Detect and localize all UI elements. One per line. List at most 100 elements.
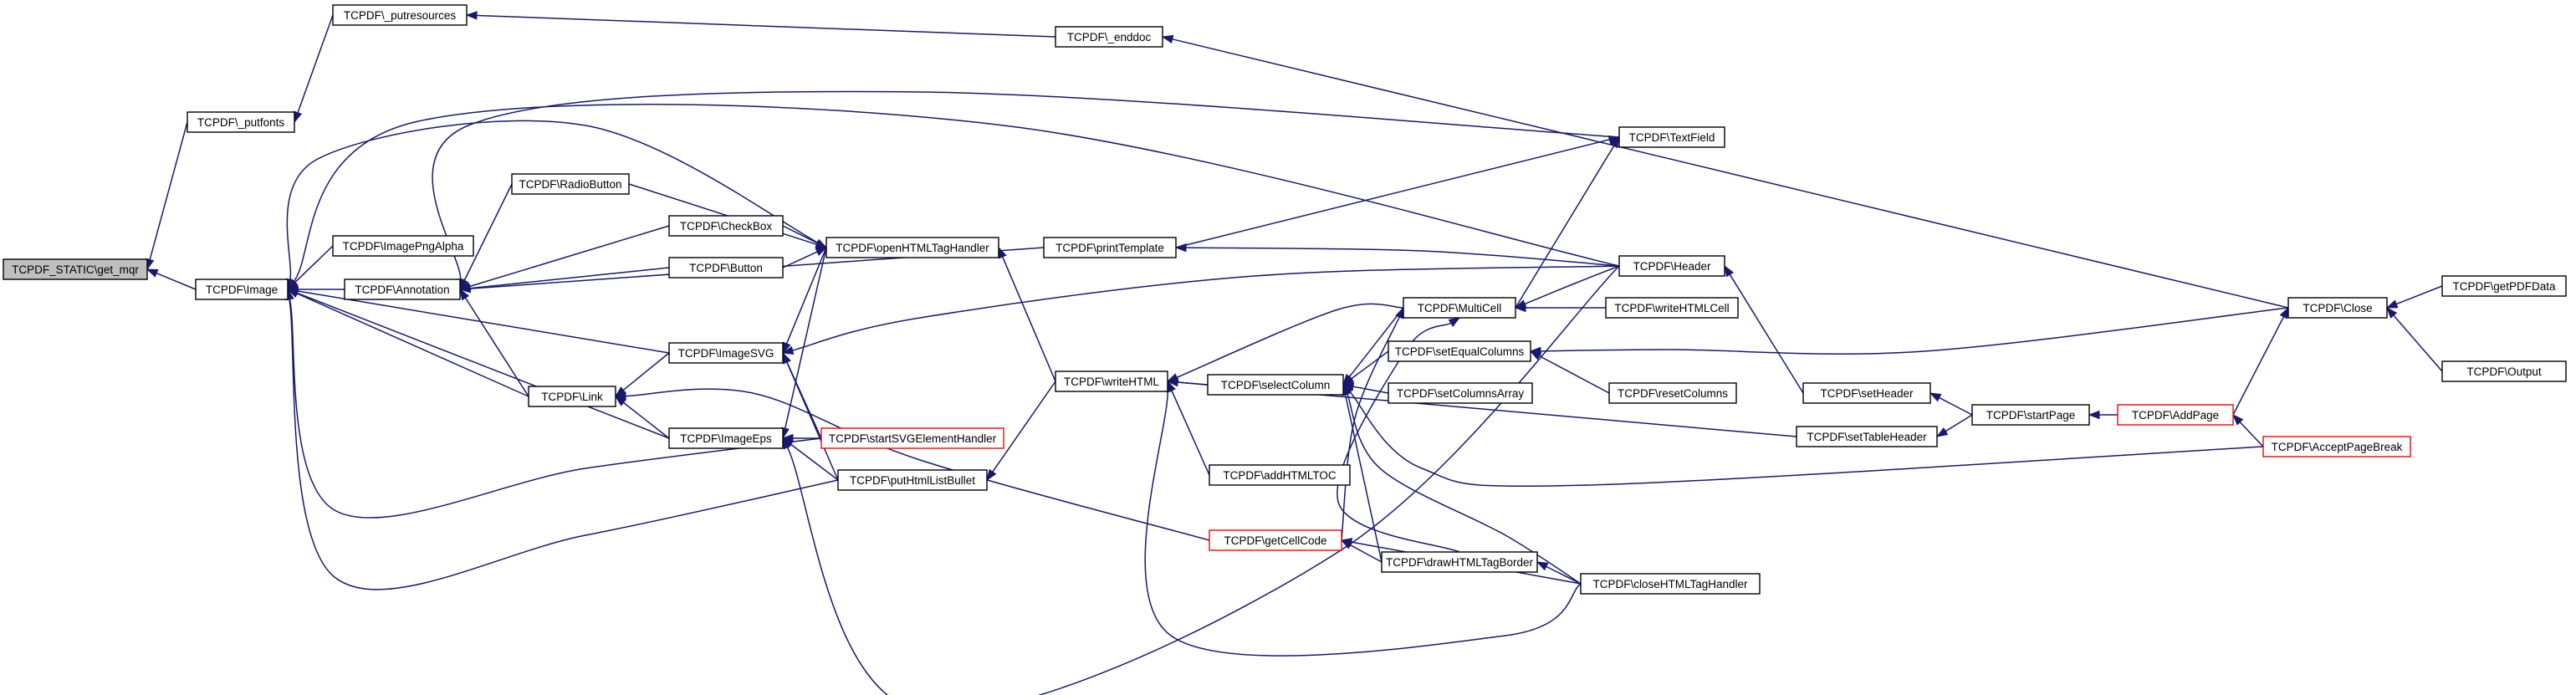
node-label: TCPDF\Output bbox=[2466, 365, 2542, 378]
node-label: TCPDF\_enddoc bbox=[1067, 31, 1152, 43]
node-box bbox=[2262, 436, 2411, 457]
node-box bbox=[195, 279, 289, 300]
node-label: TCPDF\AcceptPageBreak bbox=[2272, 441, 2403, 453]
node-button[interactable]: TCPDF\Button bbox=[668, 257, 784, 279]
node-label: TCPDF\getPDFData bbox=[2452, 280, 2556, 293]
node-label: TCPDF\Link bbox=[541, 391, 603, 403]
node-label: TCPDF\setColumnsArray bbox=[1397, 387, 1525, 400]
arrowhead bbox=[287, 278, 298, 291]
node-box bbox=[1388, 382, 1533, 404]
node-label: TCPDF\writeHTML bbox=[1064, 376, 1159, 388]
node-link[interactable]: TCPDF\Link bbox=[528, 386, 616, 407]
edge-image-to-get_mqr bbox=[146, 268, 197, 290]
arrowhead bbox=[1342, 383, 1354, 396]
edge-close-to-enddoc bbox=[1161, 34, 2289, 309]
node-box bbox=[3, 258, 148, 280]
node-label: TCPDF\setTableHeader bbox=[1807, 431, 1927, 443]
node-setheader[interactable]: TCPDF\setHeader bbox=[1802, 382, 1931, 404]
node-printtemplate[interactable]: TCPDF\printTemplate bbox=[1043, 237, 1177, 258]
node-multicell[interactable]: TCPDF\MultiCell bbox=[1403, 297, 1516, 319]
edge-acceptpagebreak-to-selectcolumn bbox=[1342, 383, 2264, 488]
node-label: TCPDF\writeHTMLCell bbox=[1614, 302, 1729, 314]
arrowhead bbox=[1929, 392, 1942, 402]
arrowhead bbox=[781, 345, 795, 355]
node-close[interactable]: TCPDF\Close bbox=[2287, 297, 2388, 319]
node-box bbox=[2441, 275, 2567, 297]
node-selectcolumn[interactable]: TCPDF\selectColumn bbox=[1207, 374, 1344, 396]
node-closehtmltaghandler[interactable]: TCPDF\closeHTMLTagHandler bbox=[1580, 573, 1761, 595]
node-box bbox=[668, 342, 784, 364]
arrowhead bbox=[2386, 306, 2398, 319]
node-enddoc[interactable]: TCPDF\_enddoc bbox=[1055, 26, 1163, 48]
arrowhead bbox=[459, 288, 470, 301]
node-addpage[interactable]: TCPDF\AddPage bbox=[2117, 404, 2234, 426]
edge-header-to-multicell bbox=[1514, 265, 1620, 309]
node-box bbox=[1605, 297, 1739, 319]
node-box bbox=[825, 237, 999, 258]
node-output[interactable]: TCPDF\Output bbox=[2441, 360, 2567, 382]
node-startpage[interactable]: TCPDF\startPage bbox=[1971, 404, 2090, 426]
edge-header-to-printtemplate bbox=[1174, 243, 1620, 267]
node-putresources[interactable]: TCPDF\_putresources bbox=[332, 4, 468, 26]
node-label: TCPDF\_putresources bbox=[344, 9, 457, 22]
node-box bbox=[668, 257, 784, 279]
node-acceptpagebreak[interactable]: TCPDF\AcceptPageBreak bbox=[2262, 436, 2411, 457]
node-header[interactable]: TCPDF\Header bbox=[1618, 255, 1725, 277]
node-setcolumnsarray[interactable]: TCPDF\setColumnsArray bbox=[1388, 382, 1533, 404]
node-box bbox=[1618, 126, 1725, 148]
node-textfield[interactable]: TCPDF\TextField bbox=[1618, 126, 1725, 148]
node-checkbox[interactable]: TCPDF\CheckBox bbox=[668, 215, 784, 237]
arrowhead bbox=[1536, 561, 1549, 571]
node-settableheader[interactable]: TCPDF\setTableHeader bbox=[1796, 426, 1938, 447]
node-label: TCPDF\RadioButton bbox=[519, 178, 621, 191]
node-writehtmlcell[interactable]: TCPDF\writeHTMLCell bbox=[1605, 297, 1739, 319]
node-imagesvg[interactable]: TCPDF\ImageSVG bbox=[668, 342, 784, 364]
arrowhead bbox=[1529, 346, 1541, 356]
arrowhead bbox=[782, 351, 791, 365]
edge-resetcolumns-to-setequalcolumns bbox=[1529, 350, 1610, 394]
arrowhead bbox=[614, 391, 626, 401]
node-label: TCPDF\startPage bbox=[1986, 409, 2076, 422]
node-resetcolumns[interactable]: TCPDF\resetColumns bbox=[1608, 382, 1737, 404]
edge-checkbox-to-openhtmltaghandler bbox=[782, 225, 828, 248]
edge-header-to-image bbox=[287, 104, 1620, 291]
edge-setequalcolumns-to-selectcolumn bbox=[1342, 350, 1389, 386]
arrowhead bbox=[815, 247, 828, 256]
node-box bbox=[668, 215, 784, 237]
node-startsvgelementhandler[interactable]: TCPDF\startSVGElementHandler bbox=[820, 427, 1004, 449]
node-imagepngalpha[interactable]: TCPDF\ImagePngAlpha bbox=[332, 235, 474, 257]
node-label: TCPDF_STATIC\get_mqr bbox=[12, 263, 139, 276]
node-label: TCPDF\resetColumns bbox=[1618, 387, 1728, 400]
edge-enddoc-to-putresources bbox=[465, 11, 1056, 38]
node-box bbox=[1608, 382, 1737, 404]
edge-startpage-to-settableheader bbox=[1935, 414, 1973, 437]
node-label: TCPDF\Button bbox=[689, 262, 763, 274]
node-writehtml[interactable]: TCPDF\writeHTML bbox=[1055, 370, 1168, 392]
edge-addhtmltoc-to-writehtml bbox=[1167, 380, 1210, 476]
node-annotation[interactable]: TCPDF\Annotation bbox=[344, 279, 461, 300]
node-drawhtmltagborder[interactable]: TCPDF\drawHTMLTagBorder bbox=[1381, 551, 1538, 573]
node-getcellcode[interactable]: TCPDF\getCellCode bbox=[1209, 529, 1342, 551]
node-box bbox=[1388, 340, 1531, 362]
node-box bbox=[1971, 404, 2090, 426]
node-putfonts[interactable]: TCPDF\_putfonts bbox=[187, 111, 295, 133]
node-imageeps[interactable]: TCPDF\ImageEps bbox=[668, 427, 784, 449]
node-radiobutton[interactable]: TCPDF\RadioButton bbox=[511, 173, 630, 195]
node-get_mqr[interactable]: TCPDF_STATIC\get_mqr bbox=[3, 258, 148, 280]
arrowhead bbox=[1174, 243, 1187, 253]
node-setequalcolumns[interactable]: TCPDF\setEqualColumns bbox=[1388, 340, 1531, 362]
node-getpdfdata[interactable]: TCPDF\getPDFData bbox=[2441, 275, 2567, 297]
node-puthtmllistbullet[interactable]: TCPDF\putHtmlListBullet bbox=[837, 469, 988, 491]
node-openhtmltaghandler[interactable]: TCPDF\openHTMLTagHandler bbox=[825, 237, 999, 258]
node-label: TCPDF\addHTMLTOC bbox=[1223, 469, 1337, 482]
node-addhtmltoc[interactable]: TCPDF\addHTMLTOC bbox=[1209, 464, 1351, 486]
node-label: TCPDF\putHtmlListBullet bbox=[850, 474, 975, 487]
arrowhead bbox=[2385, 299, 2399, 309]
edge-link-to-image bbox=[286, 289, 529, 397]
edge-checkbox-to-annotation bbox=[458, 225, 670, 291]
edge-printtemplate-to-textfield bbox=[1175, 135, 1621, 248]
node-image[interactable]: TCPDF\Image bbox=[195, 279, 289, 300]
edge-imageeps-to-image bbox=[286, 289, 670, 439]
edge-drawhtmltagborder-to-multicell bbox=[1337, 317, 1461, 553]
